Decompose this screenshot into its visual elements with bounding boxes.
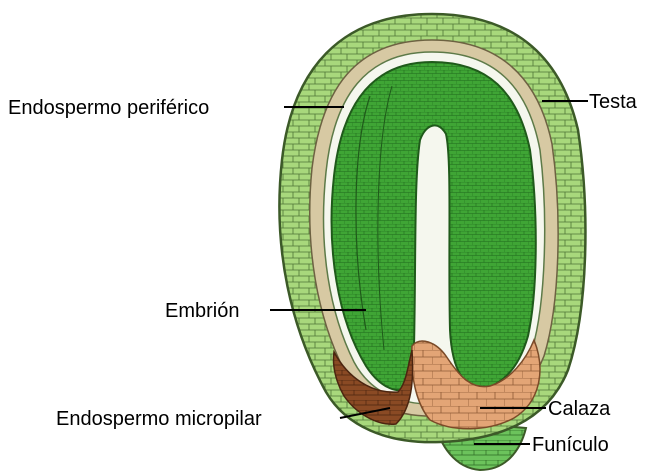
- label-chalaza: Calaza: [548, 398, 611, 420]
- label-embryo: Embrión: [165, 300, 239, 322]
- label-peripheral-endosperm: Endospermo periférico: [8, 97, 209, 119]
- label-micropylar-endosperm: Endospermo micropilar: [56, 408, 262, 430]
- label-funiculus: Funículo: [532, 434, 609, 456]
- label-testa: Testa: [589, 91, 638, 113]
